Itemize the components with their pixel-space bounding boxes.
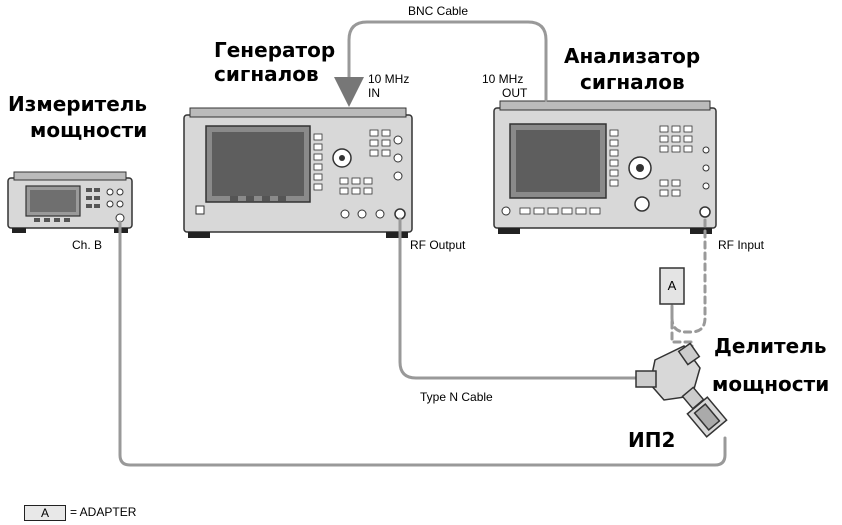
adapter-letter: A: [667, 278, 677, 293]
power-meter-device: [7, 171, 133, 233]
ref-out-label-line1: 10 MHz: [482, 72, 524, 86]
power-meter-label-line2: мощности: [30, 118, 148, 142]
signal-generator-label-line2: сигналов: [214, 62, 319, 86]
sensor-cable: [118, 220, 727, 467]
rf-input-label: RF Input: [718, 238, 765, 252]
ref-out-label-line2: OUT: [502, 86, 528, 100]
power-meter-label-line1: Измеритель: [8, 92, 148, 116]
power-sensor-device: [686, 396, 728, 438]
power-splitter-label-line2: мощности: [712, 372, 830, 396]
type-n-cable: [398, 217, 642, 380]
cables: [118, 20, 727, 467]
bnc-cable-label: BNC Cable: [408, 4, 469, 18]
legend-adapter-text: = ADAPTER: [70, 505, 137, 519]
legend-adapter-box: A: [24, 505, 66, 521]
ref-in-label-line2: IN: [368, 86, 380, 100]
bnc-cable: [334, 20, 548, 107]
power-splitter-label-line1: Делитель: [714, 334, 827, 358]
power-splitter-device: [635, 342, 705, 410]
signal-analyzer-device: [493, 100, 717, 234]
rf-output-label: RF Output: [410, 238, 466, 252]
signal-generator-device: [183, 107, 413, 238]
type-n-cable-label: Type N Cable: [420, 390, 493, 404]
signal-analyzer-label-line2: сигналов: [580, 70, 685, 94]
sensor-label: ИП2: [628, 428, 676, 452]
adapter-component: [659, 267, 685, 305]
signal-generator-label-line1: Генератор: [214, 38, 336, 62]
ref-in-label-line1: 10 MHz: [368, 72, 410, 86]
channel-b-label: Ch. B: [72, 238, 103, 252]
signal-analyzer-label-line1: Анализатор: [564, 44, 701, 68]
